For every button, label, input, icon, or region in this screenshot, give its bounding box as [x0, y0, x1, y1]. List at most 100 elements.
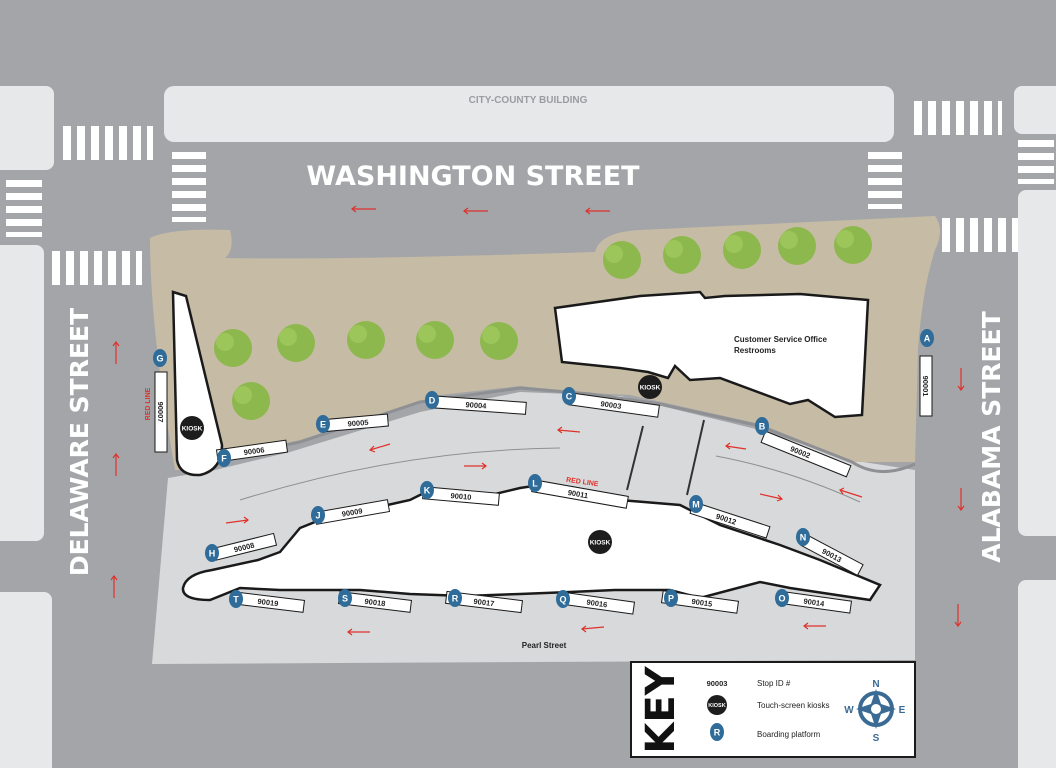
platform-o[interactable]: 90014 O — [775, 589, 853, 614]
platform-b[interactable]: 90002 B — [755, 417, 852, 478]
platform-q[interactable]: 90016 Q — [556, 590, 636, 615]
platform-e[interactable]: 90005 E — [316, 413, 389, 433]
crosswalk-right-inner — [868, 152, 902, 209]
kiosk-icon: KIOSK — [588, 530, 612, 554]
street-label-alabama: ALABAMA STREET — [977, 311, 1006, 562]
crosswalks — [6, 101, 1054, 285]
compass-rose-icon: N S W E — [844, 679, 905, 744]
platform-j[interactable]: 90009 J — [311, 499, 391, 525]
sidewalk-block-right-mid — [1018, 190, 1056, 536]
tree — [277, 324, 315, 362]
sidewalk-block-top-left — [0, 86, 54, 170]
platform-l[interactable]: 90011 L — [528, 474, 629, 509]
kiosk-icon: KIOSK — [180, 416, 204, 440]
platform-letter: L — [532, 479, 538, 489]
platform-letter: H — [209, 549, 216, 559]
platform-letter: K — [424, 486, 431, 496]
stop-id-label: 90003 — [600, 399, 622, 411]
crosswalk-top-right — [914, 101, 1002, 135]
street-label-pearl: Pearl Street — [522, 641, 567, 650]
plaza — [150, 216, 940, 470]
arrow-right — [225, 516, 249, 524]
stop-id-label: 90005 — [347, 418, 369, 429]
platform-letter: O — [778, 594, 785, 604]
stop-id-label: 90009 — [341, 506, 363, 518]
trees — [214, 226, 872, 420]
platform-letter: S — [342, 594, 348, 604]
platform-m[interactable]: 90012 M — [689, 495, 771, 539]
platform-letter: C — [566, 392, 573, 402]
sidewalks — [0, 86, 1056, 768]
sidewalk-block-top-center — [164, 86, 894, 142]
boarding-platforms: 90001 A 90002 B 90003 C — [153, 329, 934, 615]
platform-letter: F — [221, 454, 227, 464]
stop-id-label: 90011 — [567, 488, 589, 500]
building-label-city-county: CITY-COUNTY BUILDING — [469, 95, 588, 106]
sidewalk-block-left-mid — [0, 245, 44, 541]
platform-k[interactable]: 90010 K — [420, 481, 500, 506]
platform-p[interactable]: 90015 P — [660, 589, 740, 614]
stop-id-label: 90010 — [450, 491, 472, 502]
customer-service-building — [553, 290, 870, 419]
platform-f[interactable]: 90006 F — [215, 439, 289, 467]
arrow-left — [463, 207, 488, 215]
kiosk-label: KIOSK — [640, 385, 661, 392]
arrow-up — [112, 341, 120, 364]
platform-c[interactable]: 90003 C — [562, 387, 660, 418]
compass-e: E — [899, 705, 906, 716]
platform-t[interactable]: 90019 T — [229, 590, 306, 613]
tree — [232, 382, 270, 420]
crosswalk-right-lower — [942, 218, 1018, 252]
platform-letter: G — [156, 354, 163, 364]
red-line-label-west: RED LINE — [145, 387, 152, 420]
arrow-left — [725, 442, 747, 450]
arrow-left — [368, 443, 391, 453]
office-label-line1: Customer Service Office — [734, 335, 827, 344]
platform-letter: T — [233, 595, 239, 605]
legend-title: KEY — [638, 665, 684, 753]
platform-letter: E — [320, 420, 326, 430]
arrow-left — [347, 628, 370, 636]
platform-d[interactable]: 90004 D — [425, 391, 527, 415]
traffic-arrows — [110, 205, 965, 636]
tree — [347, 321, 385, 359]
platform-h[interactable]: 90008 H — [205, 532, 278, 562]
platform-r[interactable]: 90017 R — [444, 589, 524, 614]
lane-curve-north — [239, 447, 561, 501]
plaza-curb — [209, 386, 916, 474]
stop-id-label: 90014 — [803, 597, 826, 609]
kiosk-label: KIOSK — [590, 540, 611, 547]
platform-letter: B — [759, 422, 766, 432]
arrow-left — [581, 625, 605, 633]
platform-letter: N — [800, 533, 807, 543]
crosswalk-left-upper — [6, 180, 42, 237]
arrow-left — [585, 207, 610, 215]
tree — [603, 241, 641, 279]
arrow-down — [957, 488, 965, 511]
platform-g[interactable]: 90007 G — [153, 349, 168, 453]
tree — [663, 236, 701, 274]
stop-id-label: 90016 — [586, 598, 608, 610]
tree — [834, 226, 872, 264]
platform-a[interactable]: 90001 A — [919, 329, 934, 417]
legend-stop-example: 90003 — [707, 679, 728, 688]
stop-id-label: 90006 — [243, 445, 265, 457]
arrow-left — [557, 426, 581, 434]
crosswalk-right-upper — [1018, 140, 1054, 184]
arrow-left — [351, 205, 376, 213]
arrow-up — [110, 575, 118, 598]
red-line-label-center: RED LINE — [566, 477, 600, 489]
sidewalk-block-right-bottom — [1018, 580, 1056, 768]
crosswalk-left-lower — [52, 251, 142, 285]
tree — [480, 322, 518, 360]
legend-kiosk-desc: Touch-screen kiosks — [757, 701, 829, 710]
platform-letter: Q — [559, 595, 566, 605]
street-label-washington: WASHINGTON STREET — [306, 161, 640, 192]
platform-letter: A — [924, 334, 931, 344]
arrow-right — [464, 462, 487, 470]
compass-n: N — [872, 679, 879, 690]
platform-s[interactable]: 90018 S — [337, 589, 413, 613]
platform-letter: R — [452, 594, 459, 604]
